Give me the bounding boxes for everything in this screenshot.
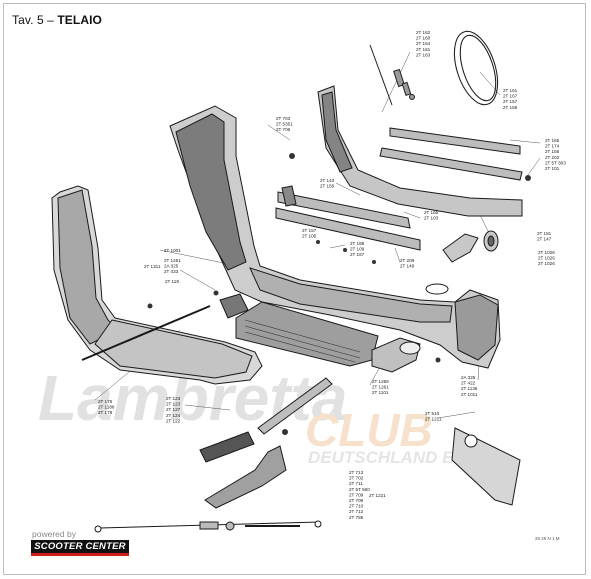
part-number-label: 2T 174 — [545, 144, 560, 149]
watermark-club: CLUB — [305, 404, 433, 456]
left-footboard-frame — [51, 185, 263, 385]
footer-page: 25 — [535, 536, 541, 541]
part-number-label: 2T 785 — [349, 515, 364, 520]
part-number-label: 2T 164 — [416, 41, 431, 46]
part-number-label: 2T 165 — [424, 210, 439, 215]
part-number-label: 2T 162 — [416, 30, 431, 35]
part-number-label: 2T 118 — [165, 279, 179, 284]
part-number-label: 2T 157 — [503, 99, 518, 104]
part-number-label: 2T 1026 — [538, 256, 555, 261]
part-number-label: 2T 167 — [503, 94, 518, 99]
part-number-label: 2T 709 — [349, 492, 364, 497]
bottom-hardware-row — [94, 520, 322, 533]
part-number-label: 2T 165 — [545, 138, 560, 143]
part-number-label: 2T 712 — [349, 509, 364, 514]
part-number-label: 2T 109 — [350, 247, 365, 252]
part-number-label: 2T 1101 — [372, 390, 389, 395]
part-number-label: 2T 160 — [416, 36, 431, 41]
part-number-label: 2T 1256 — [372, 379, 389, 384]
part-number-label: 2T 156 — [320, 184, 335, 189]
part-number-label: 2T 161 — [416, 47, 431, 52]
part-number-label: 2T 178 — [98, 410, 113, 415]
part-number-label: 2T 124 — [166, 413, 181, 418]
title-main: TELAIO — [57, 13, 102, 27]
footer-code: 25 N 1 M — [541, 536, 560, 541]
stand-parts — [199, 377, 521, 509]
part-number-label: 2T 5T 303 — [545, 160, 566, 165]
part-number-label: 2T 123 — [166, 396, 181, 401]
part-number-label: 2T 158 — [503, 105, 518, 110]
part-number-label: 2T 1261 — [372, 385, 389, 390]
part-number-label: 2T 5351 — [276, 122, 293, 127]
engine-mount-block — [219, 293, 379, 367]
part-number-label: 2T 101 — [545, 166, 560, 171]
part-number-label: 2T 103 — [424, 216, 439, 221]
part-number-label: 2T 157 — [302, 228, 317, 233]
logo-text: SCOOTER CENTER — [34, 541, 126, 552]
hoop-part — [453, 30, 499, 106]
part-number-label: 2T 176 — [98, 399, 113, 404]
part-number-label: 2T 1221 — [369, 493, 386, 498]
part-number-label: 2T 1211 — [425, 417, 442, 422]
engine-arm — [371, 337, 421, 373]
part-number-label: 2T 1026 — [538, 261, 555, 266]
part-number-label: 2T 422 — [461, 381, 476, 386]
part-number-label: 2T 167 — [350, 252, 365, 257]
part-number-label: 2T 163 — [416, 52, 431, 57]
part-number-label: 2A 325 — [461, 375, 476, 380]
main-frame-tube — [169, 105, 501, 369]
part-number-label: 2T 709 — [349, 498, 364, 503]
top-hardware — [369, 44, 415, 106]
part-number-label: 2T 510 — [425, 411, 440, 416]
part-number-label: 2T 433 — [164, 269, 179, 274]
powered-by-text: powered by — [32, 529, 76, 539]
part-number-label: 2T 202 — [545, 155, 560, 160]
part-number-label: 2T 208 — [400, 258, 415, 263]
part-number-label: 2T 1011 — [461, 392, 478, 397]
small-hardware — [147, 153, 531, 435]
part-number-label: 2T 713 — [349, 470, 364, 475]
part-number-label: 2T 1026 — [538, 250, 555, 255]
part-number-label: 2T 149 — [400, 264, 415, 269]
watermark-sub: DEUTSCHLAND E.V. — [308, 448, 473, 467]
part-number-label: 2T 181 — [537, 231, 552, 236]
part-number-label: 2T 122 — [166, 418, 181, 423]
part-number-label: 2T 5T 560 — [349, 487, 370, 492]
part-number-label: 2T 1311 — [144, 264, 161, 269]
part-number-label: 2T 703 — [276, 116, 291, 121]
part-number-label: 2T 188 — [350, 241, 365, 246]
fork-parts — [442, 230, 499, 263]
part-number-label: 2T 1251 — [164, 258, 181, 263]
part-number-label: 2A 325 — [164, 264, 179, 269]
part-number-label: 2T 710 — [349, 504, 364, 509]
part-number-label: 2T 702 — [349, 476, 364, 481]
part-number-label: 2T 147 — [537, 237, 552, 242]
title-prefix: Tav. 5 – — [12, 13, 58, 27]
part-number-label: 2T 143 — [320, 178, 335, 183]
part-number-label: 2T 706 — [276, 127, 291, 132]
floor-rails — [275, 185, 421, 251]
right-upper-frame — [317, 85, 523, 217]
part-number-label: 2T 161 — [503, 88, 518, 93]
part-number-label: 2T 711 — [349, 481, 363, 486]
logo-stripe — [31, 553, 129, 556]
part-number-label: 2T 1186 — [98, 405, 115, 410]
logo-bar — [31, 540, 129, 553]
part-number-label: 2T 127 — [166, 407, 181, 412]
part-number-label: 2T 1001 — [164, 248, 181, 253]
page-title: Tav. 5 – TELAIO — [12, 13, 102, 27]
scooter-center-logo: SCOOTER CENTER — [31, 540, 129, 556]
part-number-label: 2T 1136 — [461, 386, 478, 391]
part-number-label: 2T 105 — [302, 234, 317, 239]
part-number-label: 2T 156 — [545, 149, 560, 154]
part-number-label: 2T 123 — [166, 402, 181, 407]
footer-page-code: 25 25 N 1 M — [535, 536, 560, 541]
